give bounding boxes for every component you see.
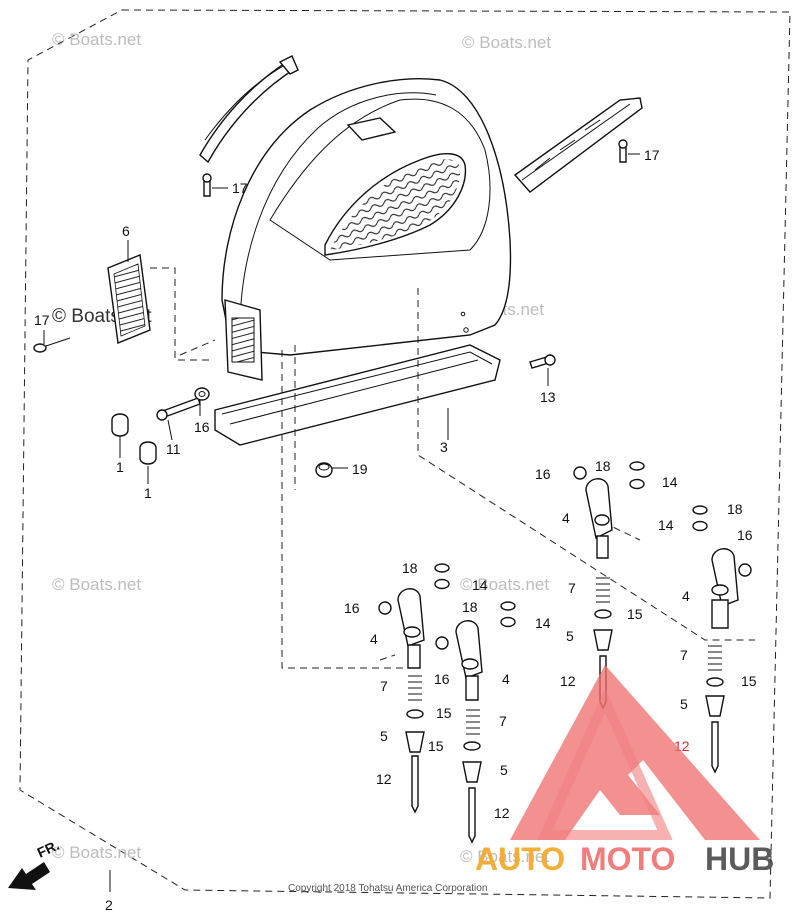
callout-15d: 15 <box>741 673 757 689</box>
front-direction-arrow: FR. <box>8 837 62 890</box>
callout-4c: 4 <box>370 631 378 647</box>
callout-18c: 18 <box>402 560 418 576</box>
callout-4a: 4 <box>562 510 570 526</box>
callout-16d: 16 <box>344 600 360 616</box>
callout-5b: 5 <box>380 728 388 744</box>
callout-13: 13 <box>540 389 556 405</box>
watermark-6: © Boats.net <box>460 575 549 594</box>
side-grille-part-6 <box>107 254 151 344</box>
callout-6: 6 <box>122 223 130 239</box>
automotohub-logo: AUTO MOTO HUB <box>475 665 774 877</box>
callout-5c: 5 <box>500 762 508 778</box>
callout-1b: 1 <box>144 485 152 501</box>
grommet-19 <box>315 462 333 478</box>
latch-4-right <box>711 548 739 629</box>
callout-15a: 15 <box>627 606 643 622</box>
copyright-text: Copyright 2018 Tohatsu America Corporati… <box>288 883 487 894</box>
top-handle-right <box>513 97 643 193</box>
callout-12c: 12 <box>494 805 510 821</box>
top-handle-left <box>199 55 299 164</box>
spring-stack-right-lower <box>705 645 725 774</box>
nuts-washers <box>378 461 752 650</box>
callout-16e: 16 <box>434 671 450 687</box>
callout-labels: 2 3 6 17 17 17 13 16 11 1 1 19 16 18 14 … <box>34 147 757 913</box>
callout-15c: 15 <box>428 738 444 754</box>
callout-7d: 7 <box>680 647 688 663</box>
callout-14c: 14 <box>472 577 488 593</box>
spring-stack-left <box>405 675 425 814</box>
ref-line-d <box>281 350 420 669</box>
callout-3: 3 <box>440 439 448 455</box>
callout-5d: 5 <box>680 696 688 712</box>
watermark-2: © Boats.net <box>462 33 551 52</box>
watermark-5: © Boats.net <box>52 575 141 594</box>
ref-line-g <box>379 654 396 661</box>
callout-11: 11 <box>166 441 181 457</box>
spring-stack-center <box>462 709 482 844</box>
callout-17b: 17 <box>644 147 660 163</box>
ref-line-a <box>150 267 210 361</box>
ref-line-f <box>591 516 641 541</box>
logo-triangle-icon <box>510 665 760 840</box>
callout-2: 2 <box>105 897 113 913</box>
ref-line-e <box>417 288 755 641</box>
watermark-8: © Boats.net <box>460 847 549 866</box>
logo-text-auto: AUTO <box>475 841 565 877</box>
callout-19: 19 <box>352 461 368 477</box>
grommet-1-upper <box>111 413 129 437</box>
latch-4-center <box>455 620 483 701</box>
callout-4b: 4 <box>682 588 690 604</box>
watermark-1: © Boats.net <box>52 30 141 49</box>
bolt-11 <box>156 397 201 421</box>
callout-16c: 16 <box>737 527 753 543</box>
grommet-16-upper <box>194 387 210 401</box>
callout-15b: 15 <box>436 705 452 721</box>
callout-14a: 14 <box>662 474 678 490</box>
callout-17c: 17 <box>34 312 50 328</box>
motor-cover <box>221 78 512 405</box>
grommet-1-lower <box>139 441 157 465</box>
callout-12a: 12 <box>560 673 576 689</box>
callout-16b: 16 <box>535 466 551 482</box>
leaders <box>43 153 640 892</box>
callout-7b: 7 <box>380 678 388 694</box>
callout-14b: 14 <box>658 517 674 533</box>
assembly-frame <box>19 9 791 899</box>
callout-7c: 7 <box>499 713 507 729</box>
logo-text-hub: HUB <box>705 841 774 877</box>
bolt-17-left <box>202 173 212 197</box>
bolt-13 <box>529 354 556 369</box>
callout-16a: 16 <box>194 419 210 435</box>
callout-18a: 18 <box>595 458 611 474</box>
callout-18b: 18 <box>727 501 743 517</box>
logo-text-moto: MOTO <box>580 841 675 877</box>
latch-4-left <box>397 588 425 669</box>
callout-14d: 14 <box>535 615 551 631</box>
callout-12b: 12 <box>376 771 392 787</box>
cover-seal-part-3 <box>214 344 501 446</box>
latch-4-top <box>585 478 613 559</box>
watermark-7: © Boats.net <box>52 843 141 862</box>
ref-line-b <box>179 339 216 356</box>
callout-4d: 4 <box>502 671 510 687</box>
callout-5a: 5 <box>566 628 574 644</box>
bolt-17-grille <box>33 337 71 353</box>
bolt-17-right <box>618 139 628 163</box>
callout-18d: 18 <box>462 599 478 615</box>
callout-1a: 1 <box>116 459 124 475</box>
callout-7a: 7 <box>568 580 576 596</box>
callout-17a: 17 <box>232 180 248 196</box>
